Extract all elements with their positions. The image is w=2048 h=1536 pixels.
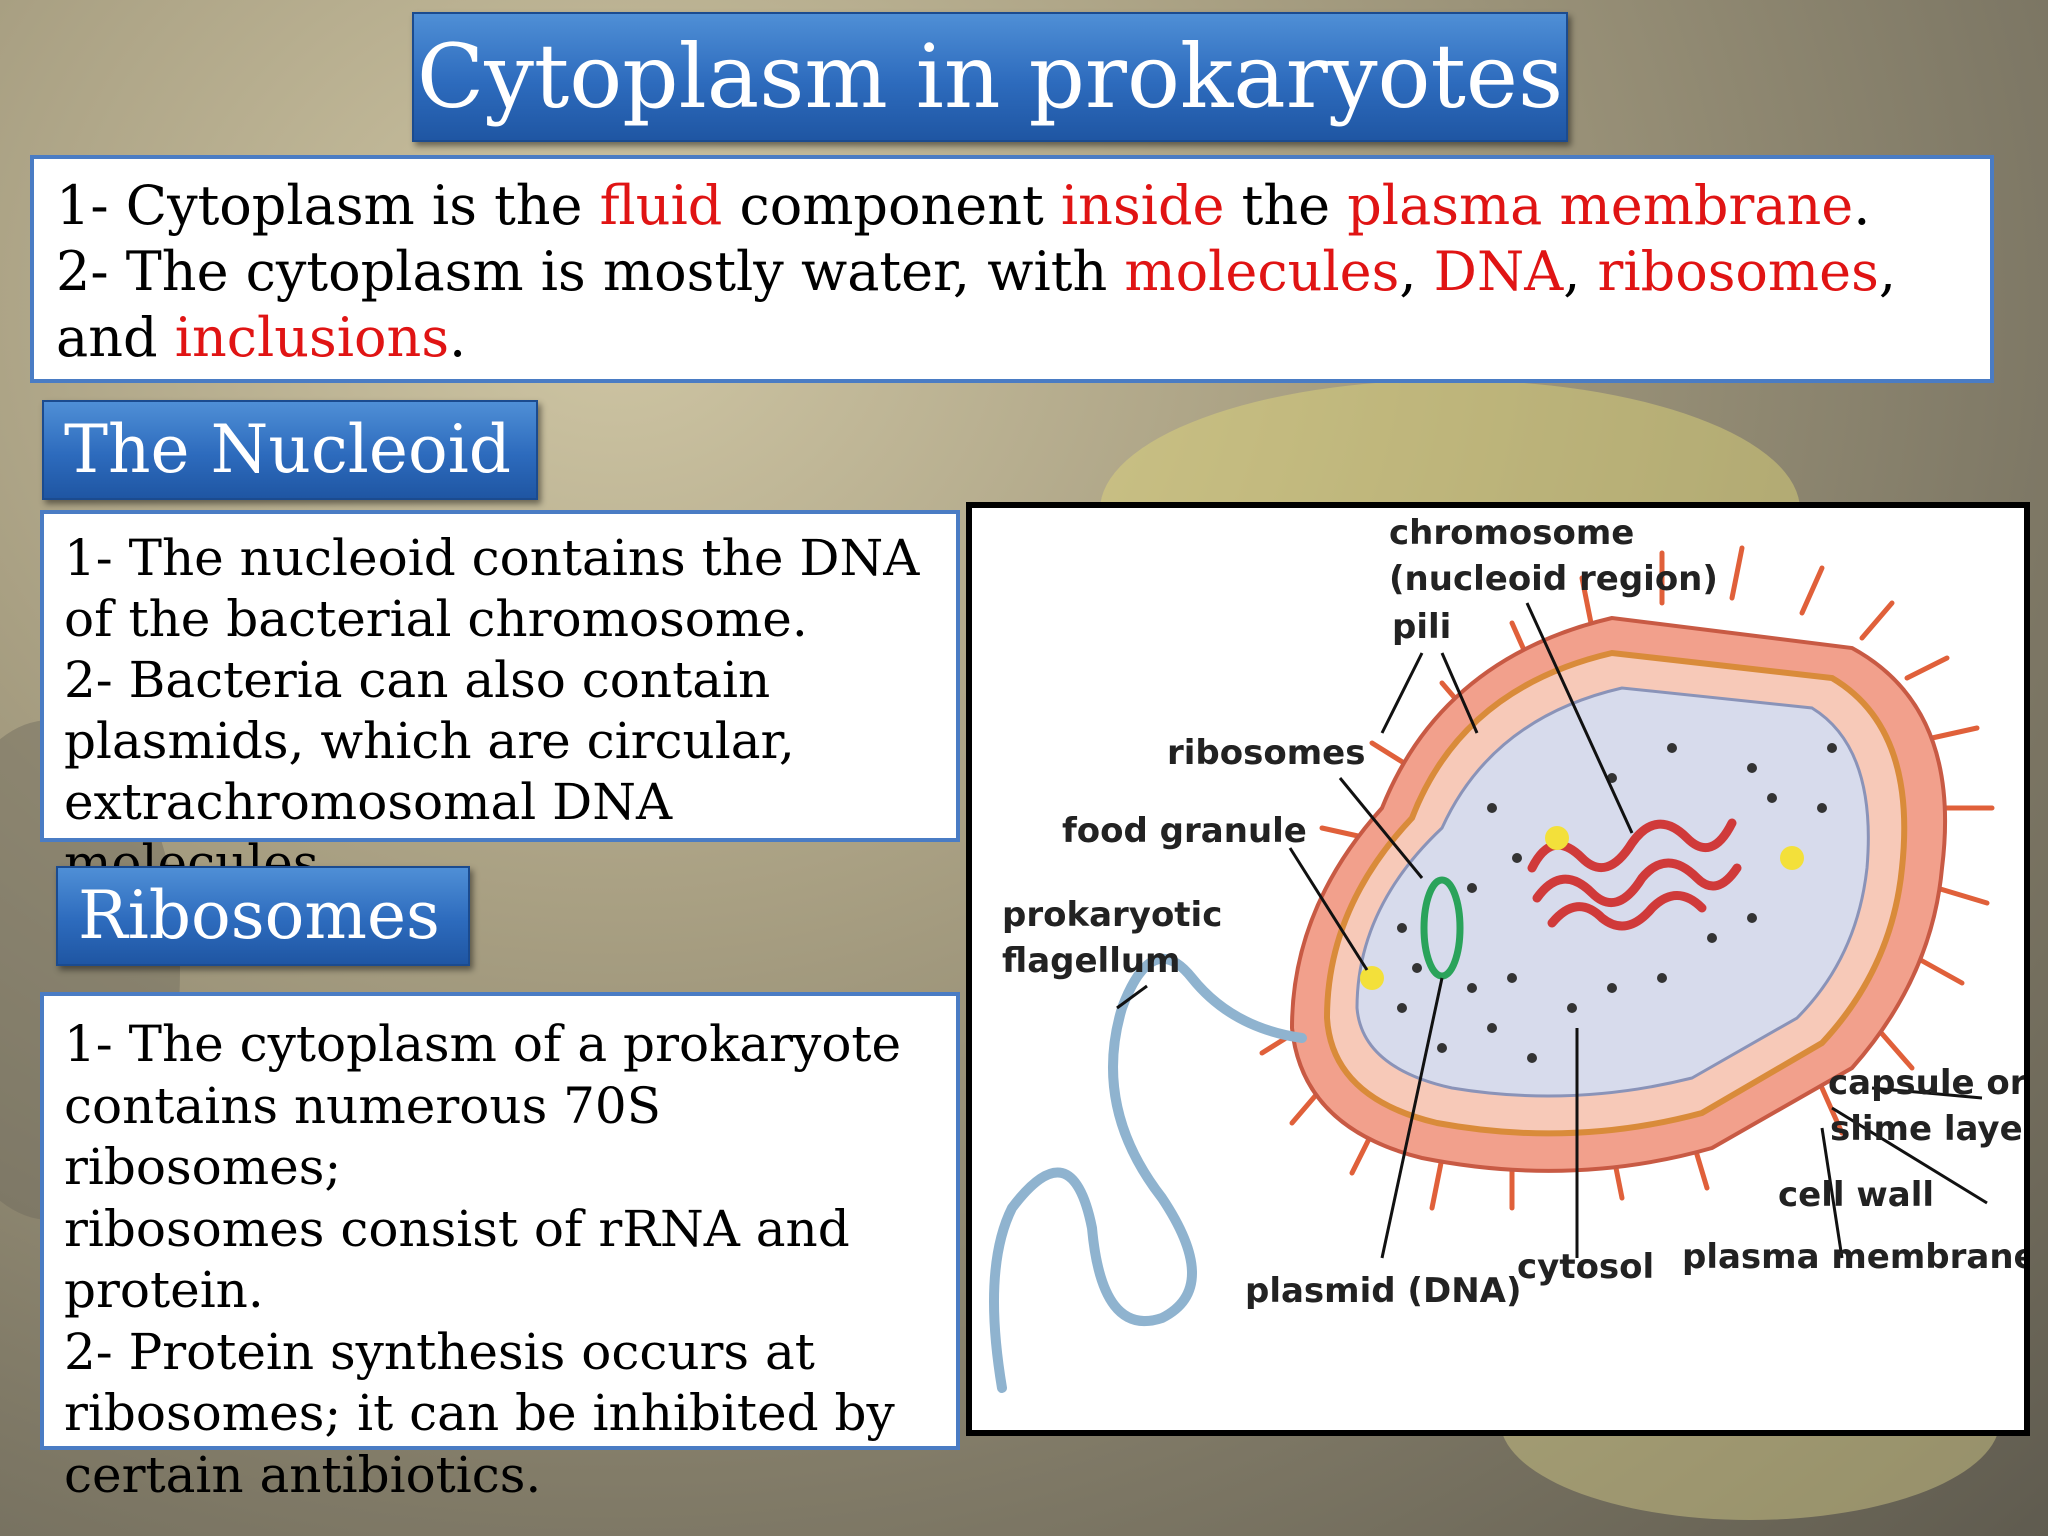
ribosomes-line: certain antibiotics.	[64, 1445, 542, 1504]
label-cell-wall: cell wall	[1778, 1175, 1934, 1215]
label-food-granule: food granule	[1062, 811, 1307, 851]
nucleoid-line: plasmids, which are circular,	[64, 712, 795, 770]
food-granule	[1545, 826, 1569, 850]
nucleoid-line: 2- Bacteria can also contain	[64, 651, 771, 709]
label-nucleoid-region: (nucleoid region)	[1389, 559, 1718, 599]
label-plasmid: plasmid (DNA)	[1245, 1271, 1522, 1311]
ribosomes-line: ribosomes consist of rRNA and	[64, 1199, 850, 1258]
label-plasma-membrane: plasma membrane	[1682, 1237, 2024, 1277]
label-ribosomes: ribosomes	[1167, 733, 1365, 773]
label-pili: pili	[1392, 607, 1451, 647]
nucleoid-line: 1- The nucleoid contains the DNA	[64, 529, 920, 587]
label-cytosol: cytosol	[1517, 1247, 1654, 1287]
ribosomes-heading: Ribosomes	[56, 866, 470, 966]
flagellum	[989, 953, 1307, 1393]
nucleoid-line: of the bacterial chromosome.	[64, 590, 808, 648]
ribosomes-line: protein.	[64, 1261, 264, 1319]
ribosomes-text-box: 1- The cytoplasm of a prokaryote contain…	[40, 992, 960, 1504]
ribosomes-line: ribosomes; it can be inhibited by	[64, 1384, 895, 1442]
ribosomes-line: 1- The cytoplasm of a prokaryote	[64, 1015, 902, 1073]
intro-box: 1- Cytoplasm is the fluid component insi…	[30, 155, 1994, 383]
label-slime-layer: slime layer	[1830, 1109, 2024, 1149]
bacterial-cell-diagram: chromosome (nucleoid region) pili riboso…	[966, 502, 2040, 1436]
intro-line-2: 2- The cytoplasm is mostly water, with m…	[56, 240, 1896, 303]
food-granule	[1780, 846, 1804, 870]
label-chromosome: chromosome	[1389, 513, 1634, 553]
diagram-svg: chromosome (nucleoid region) pili riboso…	[989, 513, 2040, 1393]
intro-line-3: and inclusions.	[56, 306, 467, 369]
ribosomes-line: contains numerous 70S ribosomes;	[64, 1076, 661, 1197]
nucleoid-heading: The Nucleoid	[42, 400, 538, 500]
ribosomes-line: 2- Protein synthesis occurs at	[64, 1322, 815, 1381]
cytoplasm	[1355, 686, 1870, 1098]
ribosome-dots	[1397, 743, 1837, 1063]
leader-lines	[1116, 602, 1988, 1259]
label-capsule-or: capsule or	[1828, 1063, 2024, 1103]
food-granule	[1360, 966, 1384, 990]
label-flagellum: flagellum	[1002, 941, 1180, 981]
nucleoid-text-box: 1- The nucleoid contains the DNA of the …	[40, 510, 960, 892]
slide-title: Cytoplasm in prokaryotes	[412, 12, 1568, 142]
label-prokaryotic: prokaryotic	[1002, 895, 1222, 935]
intro-line-1: 1- Cytoplasm is the fluid component insi…	[56, 174, 1871, 237]
plasmid	[1420, 876, 1464, 980]
